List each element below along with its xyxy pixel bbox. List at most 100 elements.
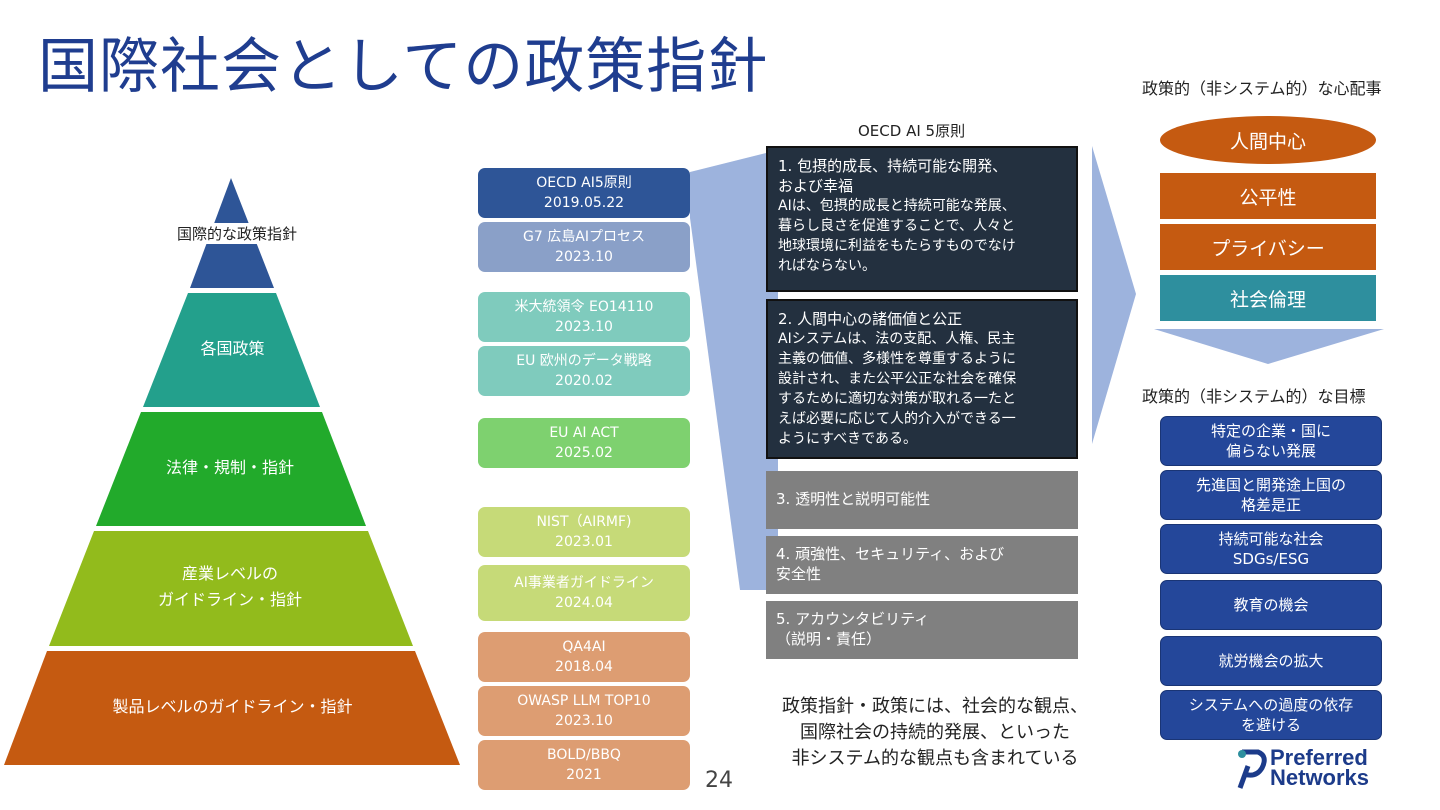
principle-heading: 4. 頑強性、セキュリティ、および	[776, 545, 1005, 563]
policy-pyramid	[4, 178, 460, 765]
goal-line: 格差是正	[1240, 496, 1301, 514]
oecd-principles-title: OECD AI 5原則	[858, 122, 966, 140]
doc-title: NIST（AIRMF)	[536, 514, 632, 530]
principle-body-line: 主義の価値、多様性を尊重するように	[778, 351, 1016, 367]
principle-body-line: AIは、包摂的成長と持続可能な発展、	[778, 198, 1016, 214]
doc-qa4ai[interactable]: QA4AI 2018.04	[478, 632, 690, 682]
pyramid-label-product: 製品レベルのガイドライン・指針	[112, 697, 353, 716]
doc-date: 2025.02	[555, 445, 613, 461]
principle-heading-2: （説明・責任）	[776, 630, 882, 648]
principle-heading: 5. アカウンタビリティ	[776, 610, 930, 628]
page-number: 24	[705, 768, 733, 793]
doc-date: 2023.10	[555, 249, 613, 265]
pyramid-tier5	[4, 651, 460, 765]
doc-bold-bbq[interactable]: BOLD/BBQ 2021	[478, 740, 690, 790]
pyramid-label-industry-line1: 産業レベルの	[181, 564, 278, 583]
pfn-logo-icon	[1237, 749, 1267, 789]
summary-line: 政策指針・政策には、社会的な観点、	[782, 696, 1088, 717]
principle-body-line: AIシステムは、法の支配、人権、民主	[778, 331, 1016, 347]
principle-2: 2. 人間中心の諸価値と公正 AIシステムは、法の支配、人権、民主 主義の価値、…	[766, 299, 1078, 459]
doc-ai-business-guideline[interactable]: AI事業者ガイドライン 2024.04	[478, 565, 690, 621]
pfn-logo-text: Preferred Networks	[1270, 745, 1370, 790]
doc-title: EU AI ACT	[549, 425, 619, 441]
goal-line: 先進国と開発途上国の	[1195, 476, 1346, 494]
goal-line: 特定の企業・国に	[1210, 422, 1331, 440]
logo-line: Preferred	[1270, 745, 1368, 770]
principle-body-line: するために適切な対策が取れる一たと	[778, 391, 1016, 407]
goals-heading: 政策的（非システム的）な目標	[1142, 387, 1366, 406]
doc-nist-airmf[interactable]: NIST（AIRMF) 2023.01	[478, 507, 690, 557]
slide-title: 国際社会としての政策指針	[38, 32, 769, 102]
oecd-expand-connector	[690, 150, 778, 590]
doc-title: BOLD/BBQ	[547, 747, 621, 763]
principle-body-line: ればならない。	[778, 258, 876, 274]
concerns-heading: 政策的（非システム的）な心配事	[1142, 79, 1382, 98]
principle-heading: 3. 透明性と説明可能性	[776, 490, 931, 508]
concern-arrow	[1092, 146, 1136, 444]
pyramid-label-industry: 産業レベルの ガイドライン・指針	[100, 561, 360, 613]
doc-date: 2023.10	[555, 713, 613, 729]
doc-owasp-llm[interactable]: OWASP LLM TOP10 2023.10	[478, 686, 690, 736]
principle-1: 1. 包摂的成長、持続可能な開発、 および幸福 AIは、包摂的成長と持続可能な発…	[766, 146, 1078, 292]
doc-date: 2020.02	[555, 373, 613, 389]
doc-title: AI事業者ガイドライン	[514, 575, 654, 591]
principle-4: 4. 頑強性、セキュリティ、および 安全性	[766, 536, 1078, 594]
summary-line: 国際社会の持続的発展、といった	[800, 722, 1070, 743]
goal-arrow	[1154, 329, 1384, 364]
doc-eu-ai-act[interactable]: EU AI ACT 2025.02	[478, 418, 690, 468]
goal-line: 就労機会の拡大	[1218, 652, 1324, 670]
principle-body: AIシステムは、法の支配、人権、民主 主義の価値、多様性を尊重するように 設計さ…	[778, 329, 1066, 449]
concern-social-ethics: 社会倫理	[1160, 275, 1376, 321]
goal-line: を避ける	[1240, 716, 1301, 734]
pyramid-tier2	[143, 293, 320, 407]
doc-date: 2024.04	[555, 595, 613, 611]
goal-gap-correction: 先進国と開発途上国の 格差是正	[1160, 470, 1382, 520]
principle-body-line: 暮らし良さを促進することで、人々と	[778, 218, 1016, 234]
doc-date: 2021	[566, 767, 602, 783]
doc-title: G7 広島AIプロセス	[523, 229, 645, 245]
principle-heading: 1. 包摂的成長、持続可能な開発、	[778, 157, 1008, 175]
doc-date: 2023.10	[555, 319, 613, 335]
principle-body: AIは、包摂的成長と持続可能な発展、 暮らし良さを促進することで、人々と 地球環…	[778, 196, 1066, 276]
goal-line: システムへの過度の依存	[1188, 696, 1354, 714]
doc-title: QA4AI	[562, 639, 606, 655]
principle-body-line: ようにすべきである。	[778, 431, 918, 447]
pyramid-label-law: 法律・規制・指針	[165, 458, 294, 477]
concern-human-centric: 人間中心	[1160, 116, 1376, 164]
doc-title: OWASP LLM TOP10	[517, 693, 651, 709]
goal-education: 教育の機会	[1160, 580, 1382, 630]
pyramid-label-international: 国際的な政策指針	[160, 223, 314, 244]
goal-line: SDGs/ESG	[1232, 550, 1310, 568]
doc-g7-hiroshima[interactable]: G7 広島AIプロセス 2023.10	[478, 222, 690, 272]
pyramid-tier4	[49, 531, 413, 646]
goal-avoid-overdependence: システムへの過度の依存 を避ける	[1160, 690, 1382, 740]
principle-3: 3. 透明性と説明可能性	[766, 471, 1078, 529]
pyramid-label-industry-line2: ガイドライン・指針	[157, 590, 302, 609]
principle-heading: 2. 人間中心の諸価値と公正	[778, 310, 963, 328]
principle-5: 5. アカウンタビリティ （説明・責任）	[766, 601, 1078, 659]
pyramid-label-national: 各国政策	[200, 339, 265, 358]
doc-oecd-ai5[interactable]: OECD AI5原則 2019.05.22	[478, 168, 690, 218]
logo-line: Networks	[1270, 765, 1370, 790]
pyramid-tier3	[96, 412, 366, 526]
concern-privacy: プライバシー	[1160, 224, 1376, 270]
goal-unbiased-development: 特定の企業・国に 偏らない発展	[1160, 416, 1382, 466]
principle-body-line: えば必要に応じて人的介入ができる一	[778, 411, 1016, 427]
summary-text: 政策指針・政策には、社会的な観点、 国際社会の持続的発展、といった 非システム的…	[760, 694, 1110, 772]
doc-title: 米大統領令 EO14110	[514, 299, 654, 315]
goal-line: 偏らない発展	[1225, 442, 1316, 460]
goal-line: 教育の機会	[1233, 596, 1309, 614]
doc-eu-data-strategy[interactable]: EU 欧州のデータ戦略 2020.02	[478, 346, 690, 396]
doc-title: EU 欧州のデータ戦略	[516, 353, 652, 369]
doc-title: OECD AI5原則	[536, 175, 632, 191]
principle-body-line: 設計され、また公平公正な社会を確保	[778, 371, 1017, 387]
goal-sustainable-society: 持続可能な社会 SDGs/ESG	[1160, 524, 1382, 574]
concern-fairness: 公平性	[1160, 173, 1376, 219]
doc-date: 2023.01	[555, 534, 613, 550]
doc-us-eo14110[interactable]: 米大統領令 EO14110 2023.10	[478, 292, 690, 342]
goal-line: 持続可能な社会	[1218, 530, 1324, 548]
doc-date: 2019.05.22	[543, 195, 625, 211]
doc-date: 2018.04	[555, 659, 613, 675]
principle-body-line: 地球環境に利益をもたらすものでなけ	[778, 238, 1016, 254]
goal-employment: 就労機会の拡大	[1160, 636, 1382, 686]
